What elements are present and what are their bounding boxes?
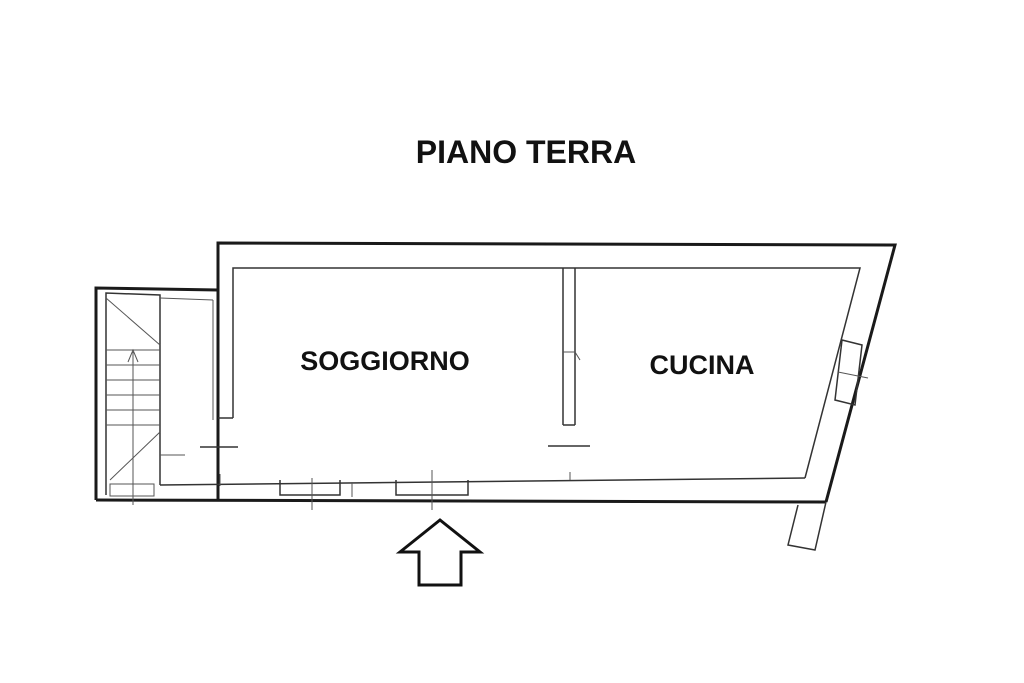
bottom-right-buttress [787,501,827,551]
right-window [834,339,869,406]
stair-annex [94,286,219,505]
room-label-soggiorno: SOGGIORNO [300,346,470,376]
bottom-openings [219,470,571,510]
room-label-cucina: CUCINA [650,350,755,380]
outer-walls [95,241,897,504]
left-wall-stub [200,417,590,448]
stair-arrow-icon [127,348,139,505]
plan-title: PIANO TERRA [416,134,636,170]
up-arrow-icon [395,518,485,587]
partition-wall [562,268,581,426]
